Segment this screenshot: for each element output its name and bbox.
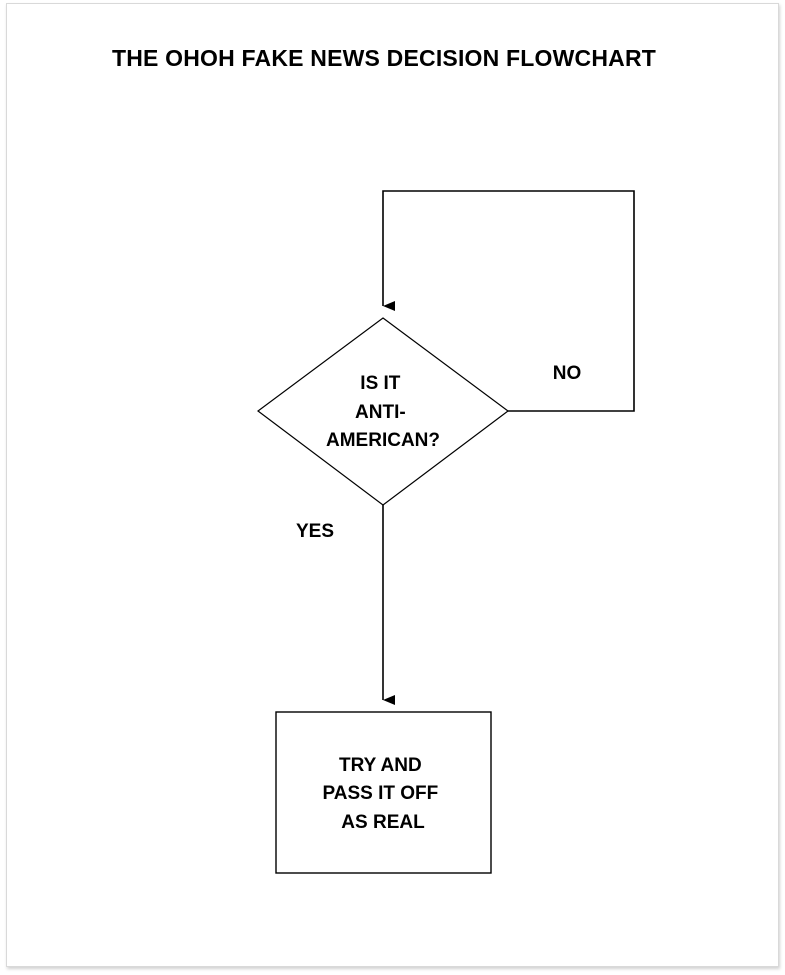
outcome-line-1: TRY AND [339, 755, 422, 776]
decision-text: IS IT ANTI- AMERICAN? [326, 373, 440, 451]
yes-label: YES [296, 521, 334, 542]
page-title: THE OHOH FAKE NEWS DECISION FLOWCHART [111, 45, 657, 71]
no-label: NO [553, 363, 582, 384]
decision-line-1: IS IT [360, 373, 401, 394]
outcome-box [275, 711, 492, 874]
no-loop-connector [382, 190, 635, 412]
outcome-text: TRY AND PASS IT OFF AS REAL [322, 755, 443, 833]
outcome-line-3: AS REAL [341, 812, 425, 833]
decision-line-2: ANTI- [355, 402, 406, 423]
decision-line-3: AMERICAN? [326, 430, 440, 451]
outcome-line-2: PASS IT OFF [322, 783, 438, 804]
